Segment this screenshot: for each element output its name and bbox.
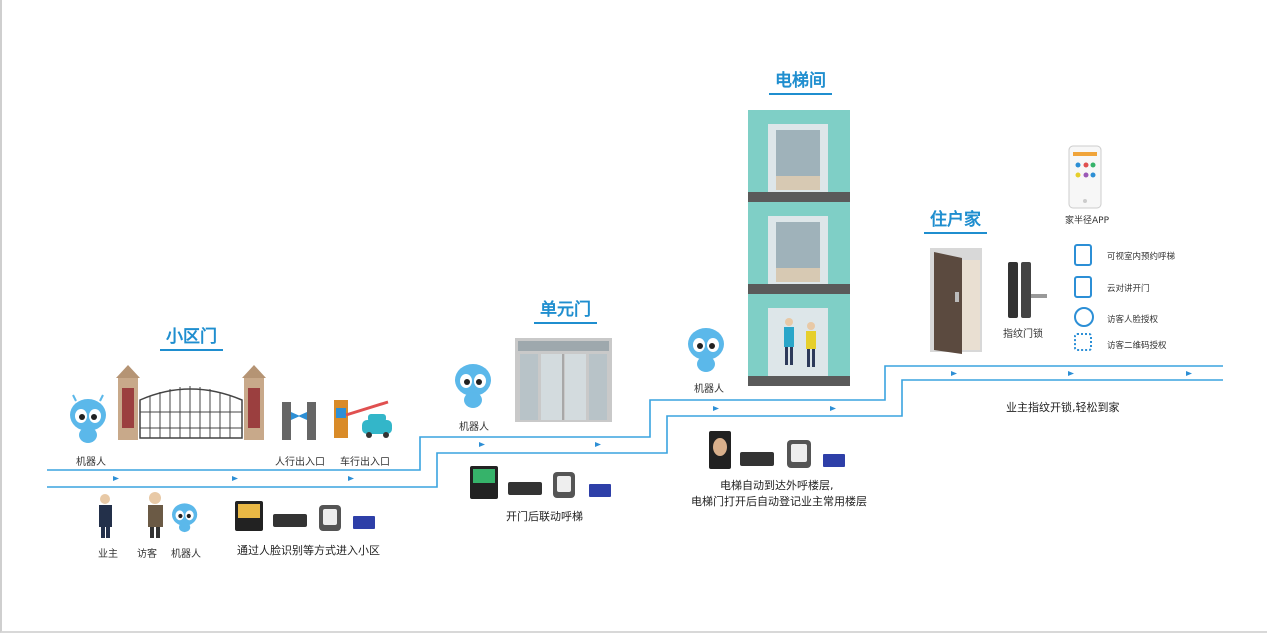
label-fingerprint-lock: 指纹门锁 [1003,329,1043,340]
qr-code-icon [1074,333,1092,351]
label-robot-unit: 机器人 [459,422,489,433]
label-robot-gate: 机器人 [76,457,106,468]
title-elevator-room: 电梯间 [769,66,832,95]
caption-elevator-line2: 电梯门打开后自动登记业主常用楼层 [691,495,867,508]
title-residence: 住户家 [924,205,987,234]
label-robot-elevator: 机器人 [694,384,724,395]
visitor-figure [148,492,163,538]
turnstile-illustration [282,402,316,440]
community-gate-illustration [116,365,266,440]
label-pedestrian-entrance: 人行出入口 [275,457,325,468]
robot-icon [688,328,724,372]
fingerprint-lock-illustration [1008,262,1047,318]
label-visitor: 访客 [137,549,157,560]
gate-access-devices [235,501,375,531]
robot-icon [455,364,491,408]
label-vehicle-entrance: 车行出入口 [340,457,390,468]
face-auth-icon [1074,307,1094,327]
label-owner: 业主 [98,549,118,560]
title-unit-door: 单元门 [534,295,597,324]
caption-gate: 通过人脸识别等方式进入小区 [237,544,380,557]
label-app-name: 家半径APP [1065,216,1110,226]
title-community-gate: 小区门 [160,322,223,351]
caption-home: 业主指纹开锁,轻松到家 [1006,401,1120,414]
vehicle-barrier-illustration [334,400,392,438]
unit-access-devices [470,466,611,499]
robot-icon [172,503,198,533]
flow-arrows [113,371,1192,481]
owner-figure [99,494,112,538]
unit-door-illustration [515,338,612,422]
app-feature-label: 访客人脸授权 [1107,315,1159,325]
cloud-intercom-icon [1074,276,1092,298]
app-feature-label: 可视室内预约呼梯 [1107,252,1176,262]
phone-app-illustration [1068,145,1102,209]
label-robot-people: 机器人 [171,549,201,560]
elevator-shaft-illustration [748,110,850,386]
video-intercom-icon [1074,244,1092,266]
caption-elevator-line1: 电梯自动到达外呼楼层, [720,479,834,492]
app-feature-label: 访客二维码授权 [1107,341,1167,351]
caption-unit: 开门后联动呼梯 [506,510,583,523]
home-door-illustration [930,248,982,354]
elevator-access-devices [709,431,845,469]
app-feature-label: 云对讲开门 [1107,284,1150,294]
robot-icon [70,394,106,443]
flow-path-lines [47,365,1223,488]
